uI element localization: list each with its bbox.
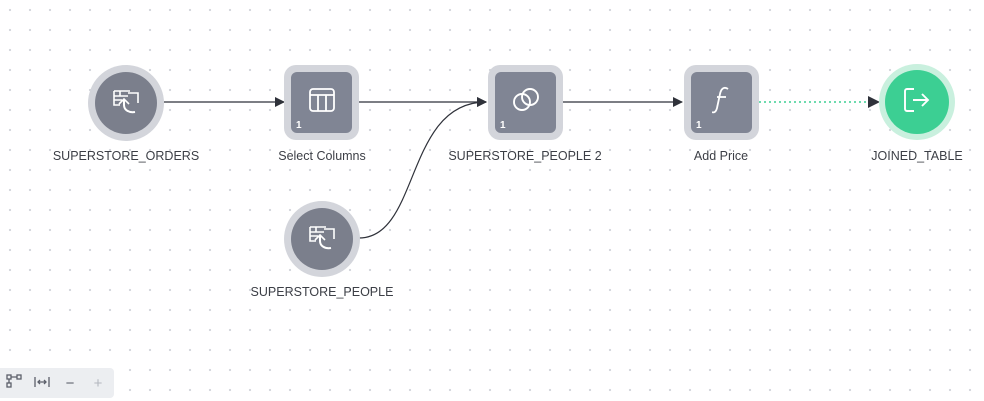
join-icon <box>511 86 541 119</box>
node-add-price[interactable]: 1 <box>684 65 759 140</box>
input-dataset-icon <box>110 87 142 120</box>
zoom-in-button[interactable]: + <box>84 368 112 398</box>
node-core <box>885 70 949 134</box>
layout-icon <box>6 374 22 392</box>
node-label-superstore-people: SUPERSTORE_PEOPLE <box>250 285 394 299</box>
node-count-badge: 1 <box>696 120 702 131</box>
node-superstore-orders[interactable] <box>88 65 164 141</box>
node-core: 1 <box>291 72 352 133</box>
output-icon <box>902 86 932 119</box>
columns-icon <box>308 87 336 118</box>
node-label-joined-table: JOINED_TABLE <box>871 149 963 163</box>
zoom-out-button[interactable]: − <box>56 368 84 398</box>
node-superstore-people[interactable] <box>284 201 360 277</box>
canvas-toolbar: − + <box>0 368 114 398</box>
node-core <box>95 72 157 134</box>
zoom-out-icon: − <box>65 374 75 392</box>
layout-button[interactable] <box>0 368 28 398</box>
node-count-badge: 1 <box>500 120 506 131</box>
fit-width-icon <box>34 375 50 392</box>
node-core: 1 <box>495 72 556 133</box>
zoom-in-icon: + <box>93 374 103 392</box>
node-label-superstore-orders: SUPERSTORE_ORDERS <box>52 149 200 163</box>
node-label-select-columns: Select Columns <box>278 149 366 163</box>
node-core <box>291 208 353 270</box>
edge-output-arrowhead <box>868 96 880 108</box>
node-label-join: SUPERSTORE_PEOPLE 2 <box>448 149 602 163</box>
formula-icon <box>711 85 732 120</box>
node-select-columns[interactable]: 1 <box>284 65 359 140</box>
node-joined-table[interactable] <box>879 64 955 140</box>
node-label-add-price: Add Price <box>693 149 749 163</box>
edge-people-to-join[interactable] <box>358 97 487 239</box>
input-dataset-icon <box>306 223 338 256</box>
fit-width-button[interactable] <box>28 368 56 398</box>
node-join[interactable]: 1 <box>488 65 563 140</box>
node-core: 1 <box>691 72 752 133</box>
node-count-badge: 1 <box>296 120 302 131</box>
